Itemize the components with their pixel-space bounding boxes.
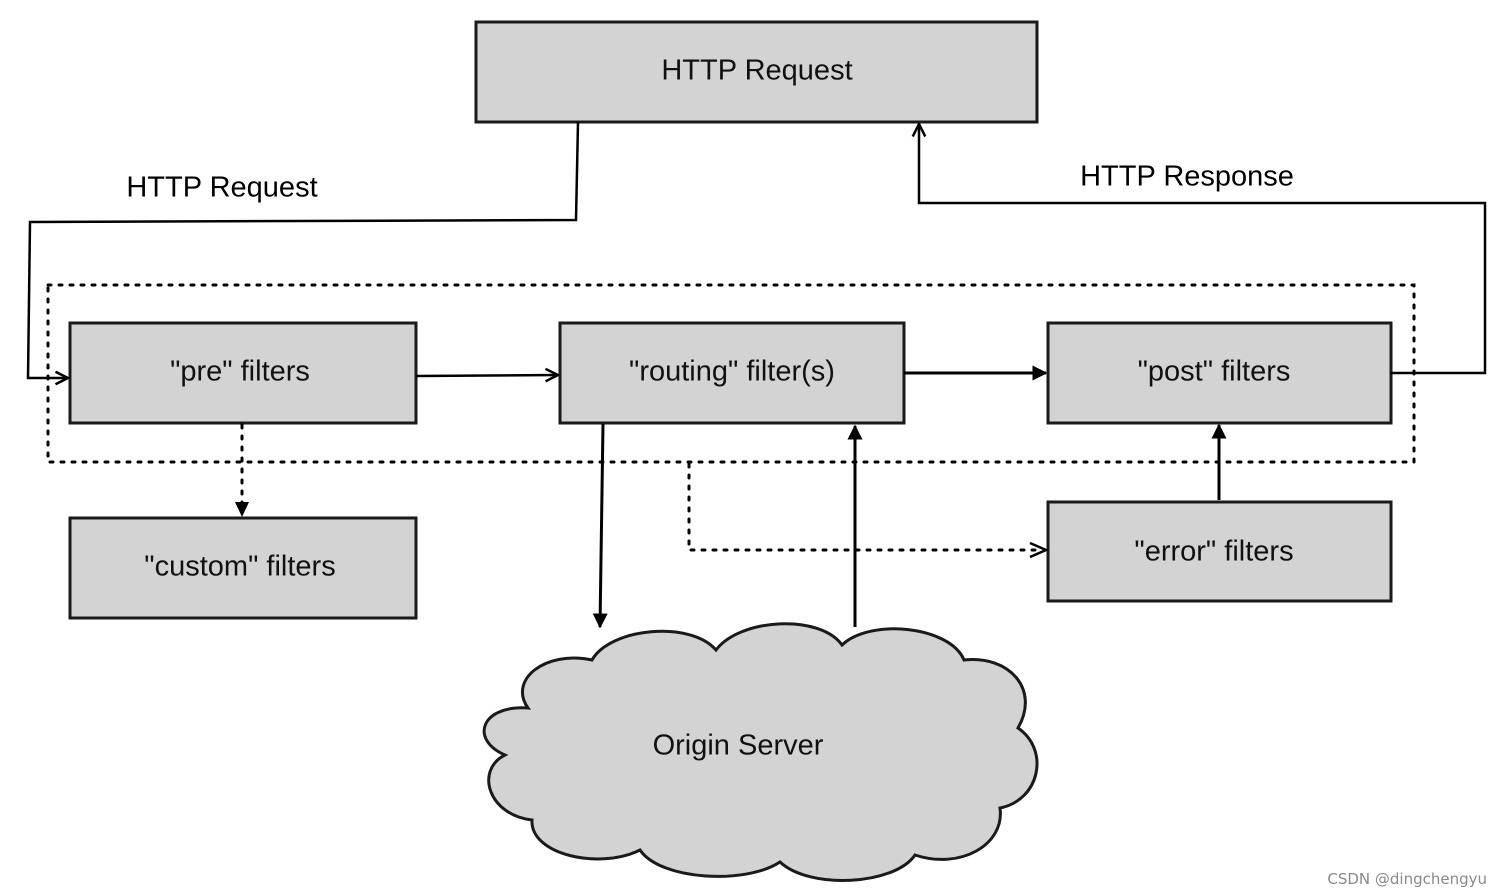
pre-filters-label: "pre" filters <box>170 356 310 388</box>
request-edge-label: HTTP Request <box>126 172 317 204</box>
routing-filters-label: "routing" filter(s) <box>629 356 835 388</box>
routing-to-origin-edge <box>592 423 608 629</box>
pre-to-custom-arrowhead <box>235 502 249 517</box>
post-filters-node: "post" filters <box>1046 321 1393 425</box>
error-filters-label: "error" filters <box>1134 536 1293 568</box>
error-filters-node: "error" filters <box>1046 500 1393 603</box>
watermark: CSDN @dingchengyu <box>1327 870 1487 888</box>
request-edge <box>26 121 580 378</box>
origin-server-label: Origin Server <box>653 730 824 762</box>
custom-filters-label: "custom" filters <box>144 551 335 583</box>
post-filters-label: "post" filters <box>1138 356 1291 388</box>
pre-filters-node: "pre" filters <box>68 321 418 425</box>
origin-server-node: Origin Server <box>482 622 1039 882</box>
routing-to-error-edge <box>687 462 1038 552</box>
response-edge-label: HTTP Response <box>1080 161 1294 193</box>
http-request-node: HTTP Request <box>474 20 1039 124</box>
custom-filters-node: "custom" filters <box>68 516 418 620</box>
response-edge <box>919 124 1487 375</box>
routing-to-error-arrowhead <box>1029 541 1050 559</box>
http-request-node-label: HTTP Request <box>661 55 852 87</box>
routing-filters-node: "routing" filter(s) <box>558 321 906 425</box>
pre-to-routing-edge <box>415 375 558 376</box>
